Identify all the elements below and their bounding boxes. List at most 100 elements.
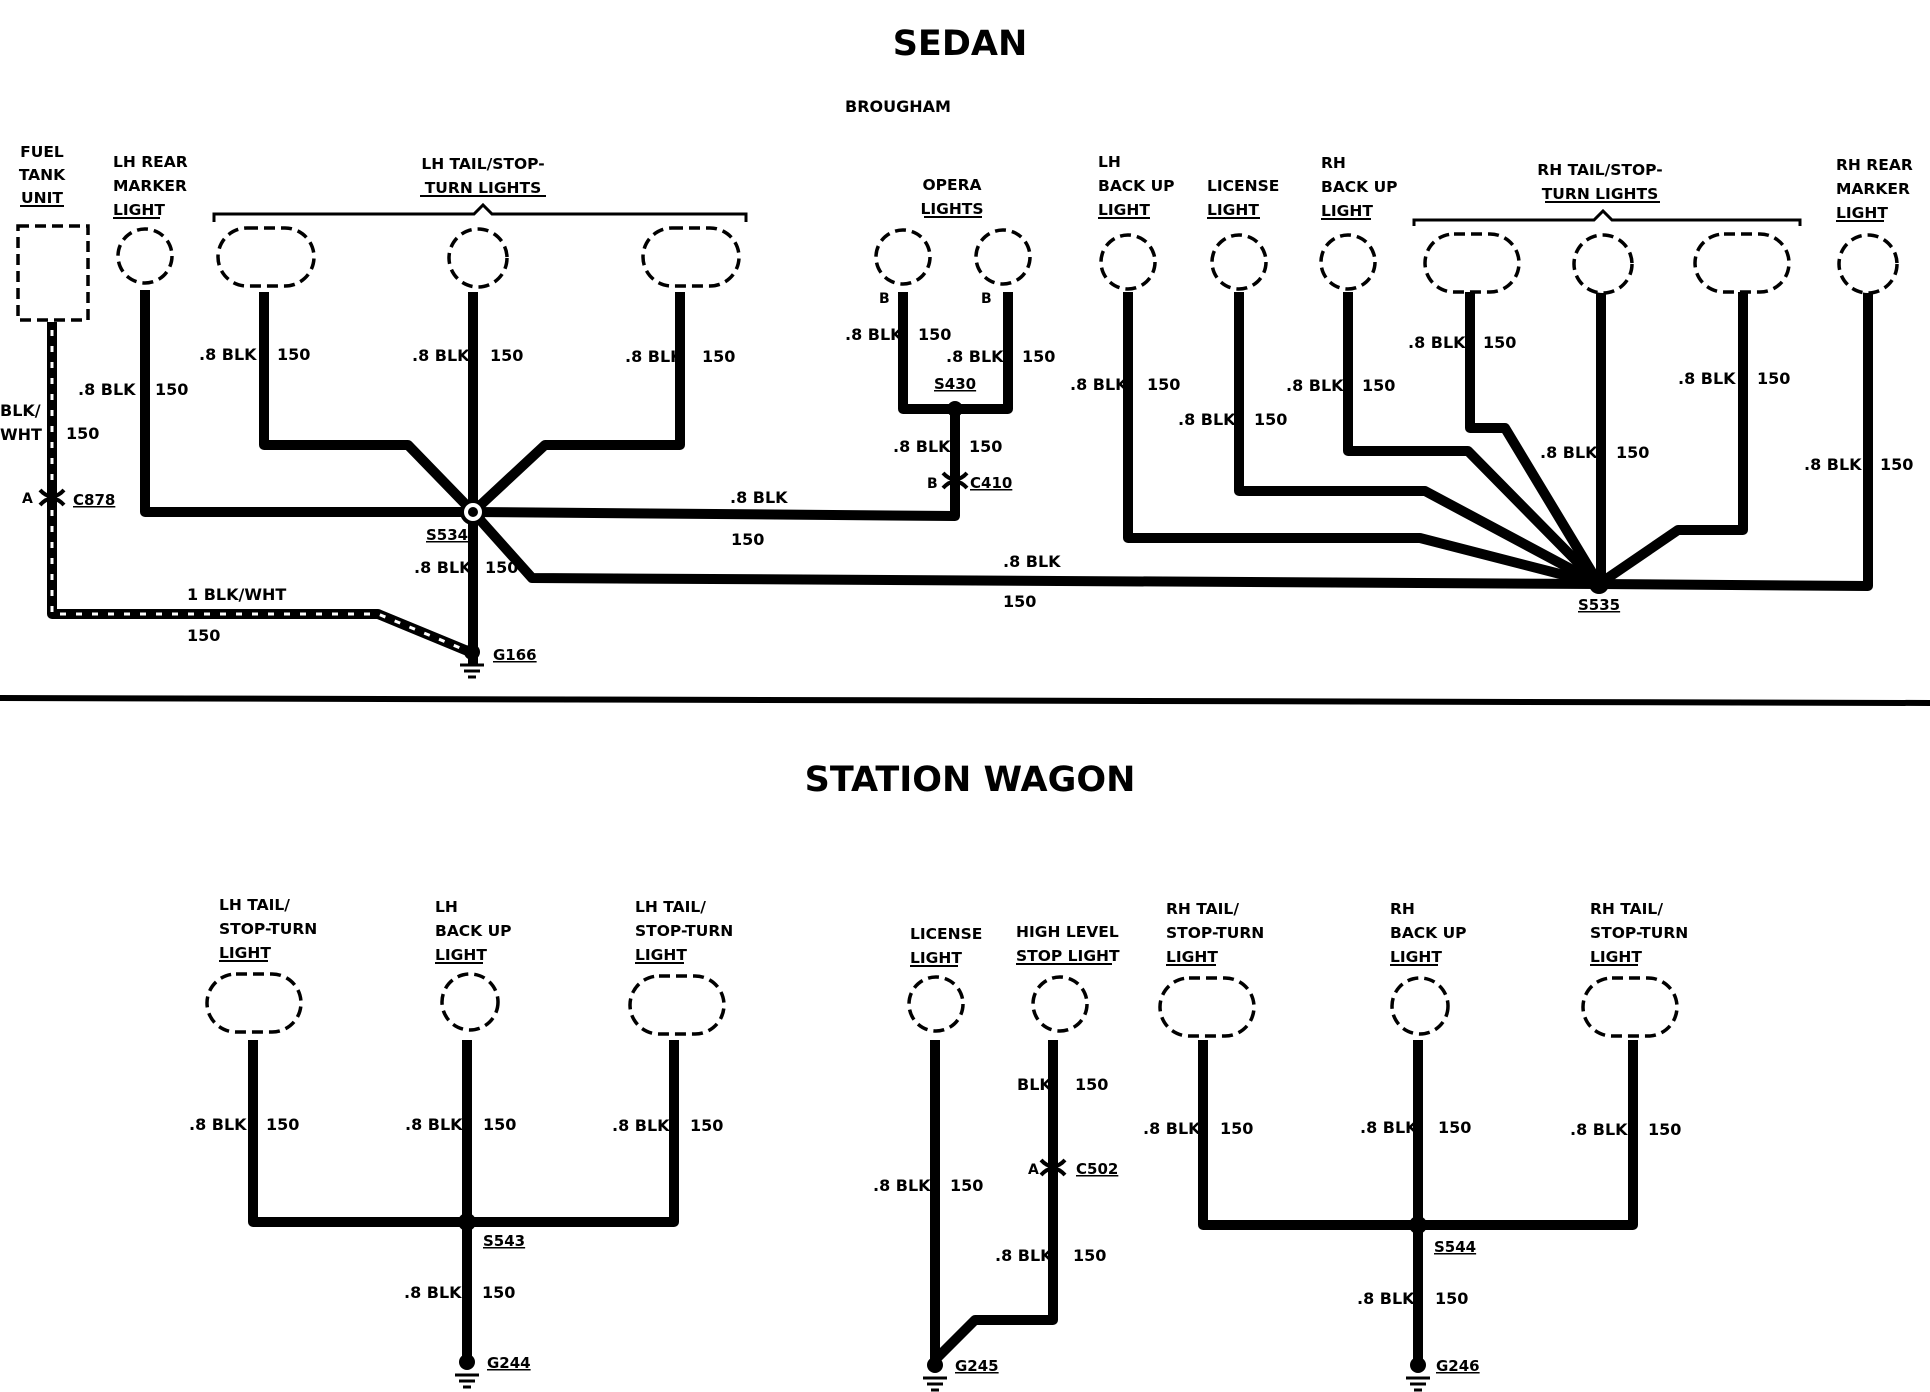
rh-backup-label: RH BACK UP LIGHT	[1321, 154, 1398, 220]
wagon-license-label: LICENSE LIGHT	[910, 925, 982, 967]
c878-connector-icon	[38, 488, 66, 507]
wagon-rh-tail-label-line2: STOP-TURN	[1166, 924, 1264, 942]
lh-tail-bulb-2-icon	[447, 227, 509, 289]
g245-ground-icon	[923, 1357, 947, 1392]
wagon-high-level-bulb-icon	[1031, 975, 1089, 1033]
wagon-rh-tail-2-label: RH TAIL/ STOP-TURN LIGHT	[1590, 900, 1688, 966]
g166-ground-icon	[460, 644, 484, 679]
g245-ref: G245	[955, 1357, 999, 1375]
wagon-lh-tail-2-label-line2: STOP-TURN	[635, 922, 733, 940]
lh-backup-label-line1: LH	[1098, 153, 1121, 171]
lh-tail-1-wire-circuit: 150	[277, 345, 310, 364]
wagon-rh-tail-bulb-icon	[1158, 976, 1256, 1038]
label-underlines	[20, 195, 1884, 967]
w-rh-tail-wire-blk: .8 BLK	[1143, 1119, 1201, 1138]
lh-rear-marker-wire	[140, 290, 473, 517]
rh-backup-wire-circuit: 150	[1362, 376, 1395, 395]
s543-splice-icon	[458, 1213, 476, 1231]
rh-tail-label: RH TAIL/STOP- TURN LIGHTS	[1537, 161, 1662, 203]
opera-1-wire-blk: .8 BLK	[845, 325, 903, 344]
g244-ref: G244	[487, 1354, 531, 1372]
rh-tail-bulb-2-icon	[1572, 233, 1634, 295]
rh-rear-marker-bulb-icon	[1837, 233, 1899, 295]
s430-splice-icon	[947, 401, 963, 417]
w-rh-backup-wire-circuit: 150	[1438, 1118, 1471, 1137]
fuel-tank-label-line1: FUEL	[20, 143, 64, 161]
rh-backup-label-line1: RH	[1321, 154, 1346, 172]
rh-tail-bulb-1-icon	[1423, 232, 1521, 294]
s534-ground-wire-blk: .8 BLK	[414, 558, 472, 577]
wagon-rh-tail-label-line1: RH TAIL/	[1166, 900, 1239, 918]
opera-2-wire-circuit: 150	[1022, 347, 1055, 366]
w-lh-tail-wire-circuit: 150	[266, 1115, 299, 1134]
opera-label-line2: LIGHTS	[920, 200, 983, 218]
rh-tail-2-wire-circuit: 150	[1616, 443, 1649, 462]
opera-label: OPERA LIGHTS	[920, 176, 983, 218]
s544-splice-icon	[1409, 1216, 1427, 1234]
section-divider	[0, 695, 1930, 706]
license-label: LICENSE LIGHT	[1207, 177, 1279, 219]
opera-bulb-2-icon	[974, 228, 1032, 286]
fuel-wire-circuit: 150	[66, 424, 99, 443]
wagon-rh-tail-2-bulb-icon	[1581, 976, 1679, 1038]
rh-rear-marker-label-line1: RH REAR	[1836, 156, 1913, 174]
w-c502-wire-circuit: 150	[1073, 1246, 1106, 1265]
w-rh-tail-wire-circuit: 150	[1220, 1119, 1253, 1138]
sedan-wires	[47, 290, 1873, 664]
wagon-rh-tail-2-label-line3: LIGHT	[1590, 948, 1642, 966]
lh-tail-3-wire-blk: .8 BLK	[625, 347, 683, 366]
fuel-tank-label-line2: TANK	[19, 166, 66, 184]
wagon-rh-backup-label-line3: LIGHT	[1390, 948, 1442, 966]
rh-backup-bulb-icon	[1319, 233, 1377, 291]
w-s544-ground-wire-circuit: 150	[1435, 1289, 1468, 1308]
wagon-license-label-line2: LIGHT	[910, 949, 962, 967]
wagon-lh-tail-label-line2: STOP-TURN	[219, 920, 317, 938]
wagon-lh-tail-label-line1: LH TAIL/	[219, 896, 290, 914]
rh-backup-wire-blk: .8 BLK	[1286, 376, 1344, 395]
c410-connector-icon	[941, 471, 969, 490]
w-high-level-wire-blk: BLK	[1017, 1075, 1052, 1094]
wagon-rh-tail-2-label-line2: STOP-TURN	[1590, 924, 1688, 942]
wagon-rh-tail-label: RH TAIL/ STOP-TURN LIGHT	[1166, 900, 1264, 966]
lh-tail-label-line1: LH TAIL/STOP-	[421, 155, 544, 173]
lh-tail-1-wire-blk: .8 BLK	[199, 345, 257, 364]
wagon-high-level-label-line1: HIGH LEVEL	[1016, 923, 1119, 941]
s534-to-c410-wire	[472, 480, 960, 521]
s430-ref: S430	[934, 375, 976, 393]
fuel-tank-label-line3: UNIT	[21, 189, 63, 207]
wagon-rh-backup-label-line1: RH	[1390, 900, 1415, 918]
fuel-tank-wire	[47, 322, 472, 657]
lh-backup-wire	[1123, 292, 1601, 589]
wagon-lh-tail-2-label: LH TAIL/ STOP-TURN LIGHT	[635, 898, 733, 964]
w-lh-tail-2-wire-blk: .8 BLK	[612, 1116, 670, 1135]
fuel-tank-label: FUEL TANK UNIT	[19, 143, 66, 207]
wagon-rh-tail-label-line3: LIGHT	[1166, 948, 1218, 966]
wagon-lh-tail-2-label-line3: LIGHT	[635, 946, 687, 964]
lh-tail-bulb-3-icon	[641, 226, 741, 288]
rh-tail-3-wire-blk: .8 BLK	[1678, 369, 1736, 388]
w-s544-ground-wire-blk: .8 BLK	[1357, 1289, 1415, 1308]
w-license-wire-blk: .8 BLK	[873, 1176, 931, 1195]
lh-rear-marker-label: LH REAR MARKER LIGHT	[113, 153, 188, 219]
lh-tail-2-wire-blk: .8 BLK	[412, 346, 470, 365]
rh-rear-marker-label-line3: LIGHT	[1836, 204, 1888, 222]
lh-tail-brace	[212, 202, 748, 222]
g244-ground-icon	[455, 1354, 479, 1389]
lh-tail-label: LH TAIL/STOP- TURN LIGHTS	[421, 155, 544, 197]
license-wire-blk: .8 BLK	[1178, 410, 1236, 429]
lh-rear-marker-label-line1: LH REAR	[113, 153, 188, 171]
wagon-lh-backup-label-line3: LIGHT	[435, 946, 487, 964]
wagon-lh-tail-bulb-icon	[205, 972, 303, 1034]
s430-wire-circuit: 150	[969, 437, 1002, 456]
c878-pin: A	[22, 491, 33, 507]
opera-pin-2: B	[981, 291, 992, 307]
wagon-rh-backup-label: RH BACK UP LIGHT	[1390, 900, 1467, 966]
fuel-wire-color-1: BLK/	[0, 401, 41, 420]
wagon-lh-backup-label: LH BACK UP LIGHT	[435, 898, 512, 964]
lh-tail-wire-1	[259, 292, 477, 516]
lh-backup-label-line2: BACK UP	[1098, 177, 1175, 195]
lh-backup-label-line3: LIGHT	[1098, 201, 1150, 219]
fuel-wire-color-2: WHT	[0, 425, 42, 444]
ground-wire-color: 1 BLK/WHT	[187, 585, 286, 604]
lh-backup-label: LH BACK UP LIGHT	[1098, 153, 1175, 219]
